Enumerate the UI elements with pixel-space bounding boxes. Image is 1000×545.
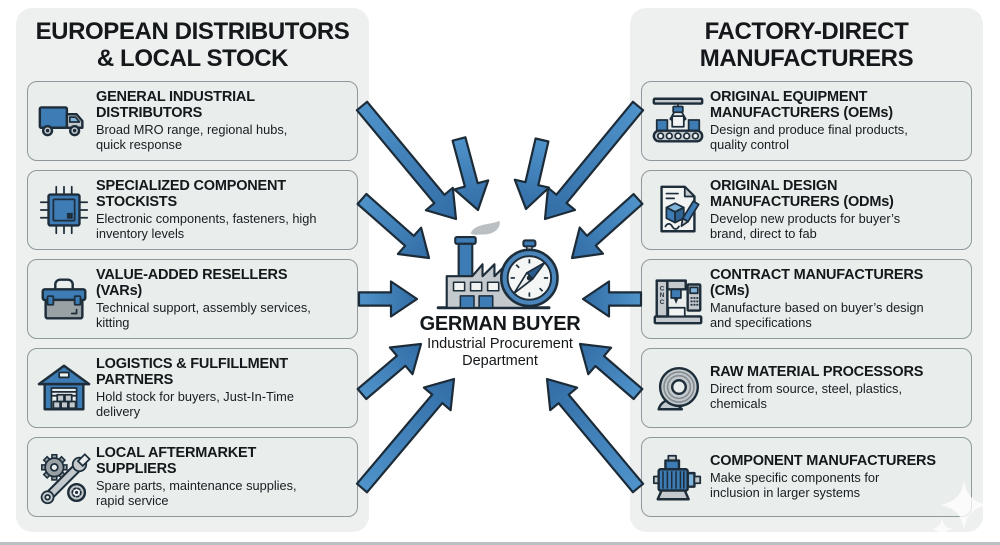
svg-text:C: C bbox=[660, 299, 665, 306]
card-title: COMPONENT MANUFACTURERS bbox=[710, 452, 936, 469]
truck-icon bbox=[32, 89, 96, 153]
left-panel-title: EUROPEAN DISTRIBUTORS & LOCAL STOCK bbox=[16, 18, 369, 73]
left-panel-boxes: GENERAL INDUSTRIAL DISTRIBUTORS Broad MR… bbox=[27, 81, 358, 517]
card-title: ORIGINAL DESIGN MANUFACTURERS (ODMs) bbox=[710, 177, 894, 210]
card-title: ORIGINAL EQUIPMENT MANUFACTURERS (OEMs) bbox=[710, 88, 893, 121]
card-description: Make specific components for inclusion i… bbox=[710, 470, 880, 500]
card-logistics-fulfillment-partners: LOGISTICS & FULFILLMENT PARTNERS Hold st… bbox=[27, 348, 358, 428]
design-document-icon bbox=[646, 178, 710, 242]
card-component-manufacturers: COMPONENT MANUFACTURERS Make specific co… bbox=[641, 437, 972, 517]
card-description: Develop new products for buyer’s brand, … bbox=[710, 211, 901, 241]
card-raw-material-processors: RAW MATERIAL PROCESSORS Direct from sour… bbox=[641, 348, 972, 428]
card-title: RAW MATERIAL PROCESSORS bbox=[710, 363, 924, 380]
flow-arrow bbox=[545, 377, 645, 494]
card-original-equipment-manufacturers: ORIGINAL EQUIPMENT MANUFACTURERS (OEMs) … bbox=[641, 81, 972, 161]
factory-compass-icon bbox=[433, 220, 561, 323]
center-subtitle-line1: Industrial Procurement bbox=[427, 336, 573, 352]
center-subtitle-line2: Department bbox=[462, 353, 538, 370]
warehouse-icon bbox=[32, 356, 96, 420]
svg-text:C: C bbox=[660, 285, 665, 292]
card-description: Electronic components, fasteners, high i… bbox=[96, 211, 317, 241]
cnc-machine-icon: C N C bbox=[646, 267, 710, 331]
card-contract-manufacturers: C N C CONTRACT MANUFACTURERS (CMs) Manuf… bbox=[641, 259, 972, 339]
card-original-design-manufacturers: ORIGINAL DESIGN MANUFACTURERS (ODMs) Dev… bbox=[641, 170, 972, 250]
card-description: Direct from source, steel, plastics, che… bbox=[710, 381, 903, 411]
card-title: LOCAL AFTERMARKET SUPPLIERS bbox=[96, 444, 257, 477]
left-panel-title-line1: EUROPEAN DISTRIBUTORS bbox=[35, 18, 350, 45]
card-description: Broad MRO range, regional hubs, quick re… bbox=[96, 122, 288, 152]
card-title: LOGISTICS & FULFILLMENT PARTNERS bbox=[96, 355, 288, 388]
card-title: GENERAL INDUSTRIAL DISTRIBUTORS bbox=[96, 88, 255, 121]
card-value-added-resellers: VALUE-ADDED RESELLERS (VARs) Technical s… bbox=[27, 259, 358, 339]
card-title: CONTRACT MANUFACTURERS (CMs) bbox=[710, 266, 924, 299]
microchip-icon bbox=[32, 178, 96, 242]
flow-arrow bbox=[355, 100, 458, 221]
card-general-industrial-distributors: GENERAL INDUSTRIAL DISTRIBUTORS Broad MR… bbox=[27, 81, 358, 161]
center-subtitle: Industrial Procurement Department bbox=[370, 336, 630, 371]
card-description: Hold stock for buyers, Just-In-Time deli… bbox=[96, 389, 294, 419]
card-description: Spare parts, maintenance supplies, rapid… bbox=[96, 478, 297, 508]
gear-wrench-icon bbox=[32, 445, 96, 509]
bottom-edge-divider bbox=[0, 542, 1000, 545]
assembly-line-icon bbox=[646, 89, 710, 153]
steel-coil-icon bbox=[646, 356, 710, 420]
card-description: Design and produce final products, quali… bbox=[710, 122, 908, 152]
right-panel-boxes: ORIGINAL EQUIPMENT MANUFACTURERS (OEMs) … bbox=[641, 81, 972, 517]
card-description: Technical support, assembly services, ki… bbox=[96, 300, 311, 330]
flow-arrow bbox=[513, 137, 551, 211]
flow-arrow bbox=[451, 136, 490, 212]
card-title: SPECIALIZED COMPONENT STOCKISTS bbox=[96, 177, 286, 210]
right-panel-title: FACTORY-DIRECT MANUFACTURERS bbox=[630, 18, 983, 73]
card-specialized-component-stockists: SPECIALIZED COMPONENT STOCKISTS Electron… bbox=[27, 170, 358, 250]
right-panel-title-line1: FACTORY-DIRECT bbox=[704, 18, 909, 45]
card-description: Manufacture based on buyer’s design and … bbox=[710, 300, 924, 330]
flow-arrow bbox=[543, 100, 645, 221]
flow-arrow bbox=[355, 377, 456, 494]
card-title: VALUE-ADDED RESELLERS (VARs) bbox=[96, 266, 288, 299]
svg-text:N: N bbox=[660, 292, 665, 299]
electric-motor-icon bbox=[646, 445, 710, 509]
center-title: GERMAN BUYER bbox=[419, 313, 581, 335]
european-distributors-panel: EUROPEAN DISTRIBUTORS & LOCAL STOCK GENE… bbox=[16, 8, 369, 532]
right-panel-title-line2: MANUFACTURERS bbox=[699, 44, 914, 72]
left-panel-title-line2: & LOCAL STOCK bbox=[96, 44, 289, 72]
toolbox-icon bbox=[32, 267, 96, 331]
factory-direct-panel: FACTORY-DIRECT MANUFACTURERS bbox=[630, 8, 983, 532]
card-local-aftermarket-suppliers: LOCAL AFTERMARKET SUPPLIERS Spare parts,… bbox=[27, 437, 358, 517]
